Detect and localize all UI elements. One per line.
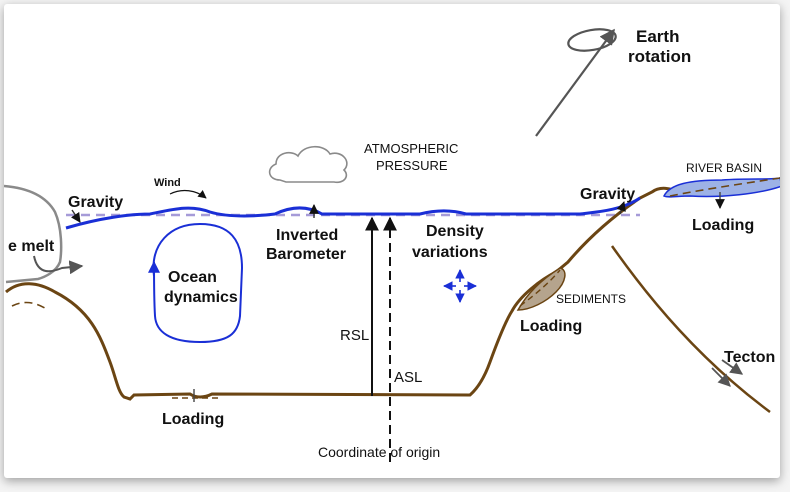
cloud-icon [268, 145, 348, 184]
sediments-label: SEDIMENTS [556, 292, 626, 306]
rsl-label: RSL [340, 327, 369, 344]
atmospheric-pressure-label: ATMOSPHERIC [364, 141, 458, 156]
earth-rotation-label: Earth [636, 27, 679, 46]
tectonics-label: Tecton [724, 349, 775, 366]
gravity-right-label: Gravity [580, 186, 635, 203]
atmospheric-pressure-label-2: PRESSURE [376, 158, 448, 173]
river-basin-dashed [669, 177, 780, 197]
sea-floor-dashed-old [11, 301, 49, 311]
inverted-barometer-label-2: Barometer [266, 246, 346, 263]
gravity-right-arrow [616, 201, 626, 215]
tectonic-arrow-up [721, 359, 744, 375]
wind-label: Wind [154, 177, 181, 189]
inverted-barometer-label: Inverted [276, 227, 338, 244]
earth-rotation-icon [535, 28, 617, 137]
bottom-loading-label: Loading [162, 411, 224, 428]
sea-level-diagram: Earth rotation ATMOSPHERIC PRESSURE RIVE… [4, 27, 780, 462]
sediments-dashed [519, 269, 561, 307]
coordinate-origin-label: Coordinate of origin [318, 444, 440, 460]
ocean-dynamics-label-2: dynamics [164, 289, 238, 306]
ice-sheet-outline [4, 184, 63, 284]
gravity-left-label: Gravity [68, 194, 123, 211]
density-variation-arrows [443, 269, 477, 303]
sediments-loading-label: Loading [520, 318, 582, 335]
diagram-card: Earth rotation ATMOSPHERIC PRESSURE RIVE… [4, 4, 780, 478]
gravity-left-arrow [71, 209, 81, 223]
ice-melt-label: e melt [8, 238, 55, 255]
tectonic-arrow-down [711, 367, 731, 387]
sea-floor [5, 177, 780, 401]
asl-label: ASL [394, 369, 422, 386]
ocean-dynamics-label: Ocean [168, 269, 217, 286]
river-loading-label: Loading [692, 217, 754, 234]
sea-surface [65, 196, 641, 230]
ice-melt-arrow [33, 255, 84, 275]
density-variations-label: Density [426, 223, 484, 240]
wind-arrow [169, 189, 207, 199]
tectonic-fault-line [610, 245, 771, 414]
earth-rotation-label-2: rotation [628, 47, 691, 66]
river-basin-label: RIVER BASIN [686, 161, 762, 175]
density-variations-label-2: variations [412, 244, 488, 261]
ocean-dynamics-loop [148, 222, 244, 344]
